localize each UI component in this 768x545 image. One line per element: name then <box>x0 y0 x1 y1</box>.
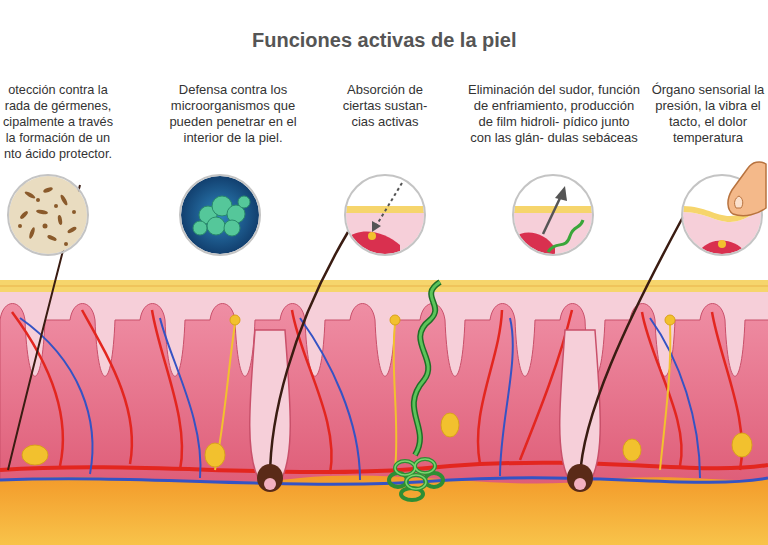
receptor <box>441 413 459 437</box>
capillary <box>12 312 63 466</box>
absorption-detail <box>345 175 425 260</box>
function-caption: Defensa contra los microorganismos que p… <box>152 82 314 146</box>
detail-ring <box>513 175 593 255</box>
bacterium <box>36 209 49 215</box>
gland-coil <box>406 475 426 489</box>
nerve-dot <box>390 315 400 325</box>
gland-coil <box>395 461 415 475</box>
sweat-detail <box>513 175 593 260</box>
hair-shaft <box>270 232 348 478</box>
detail-ground <box>8 175 88 255</box>
capillary <box>300 318 360 480</box>
capillary <box>152 310 182 470</box>
hair-bulb <box>567 464 593 492</box>
subcutis <box>0 475 768 545</box>
diagram-title: Funciones activas de la piel <box>252 29 517 52</box>
nerve <box>394 324 397 470</box>
bacterium <box>28 227 36 240</box>
detail-dermis <box>700 240 745 260</box>
bacterium <box>57 215 63 226</box>
function-caption: Eliminación del sudor, función de enfria… <box>468 82 640 146</box>
bacterium <box>24 190 36 199</box>
detail-nerve <box>368 232 376 240</box>
gland-coil <box>395 461 415 475</box>
receptor <box>623 439 641 461</box>
nerve-dot <box>665 315 675 325</box>
nerve-endings <box>22 315 752 467</box>
dermal-papilla <box>264 478 276 490</box>
function-caption: otección contra la rada de gérmenes, cip… <box>3 82 113 162</box>
dermal-papilla <box>574 478 586 490</box>
corneum-line <box>0 286 768 287</box>
absorb-arrow <box>376 183 402 226</box>
gland-coil <box>425 473 443 487</box>
bacteria <box>18 186 77 246</box>
arrow-head <box>555 186 567 201</box>
receptor <box>205 443 225 467</box>
germs-detail <box>8 175 88 255</box>
capillary <box>82 310 132 464</box>
dermis <box>0 304 768 545</box>
hair-bulb <box>257 464 283 492</box>
gland-coil <box>415 459 435 473</box>
microbe <box>224 220 240 236</box>
gland-coil <box>401 488 423 500</box>
capillary <box>20 318 92 474</box>
arrow-head <box>372 221 381 232</box>
bacterium <box>43 186 54 193</box>
microbe <box>238 196 250 208</box>
nerve <box>660 324 670 470</box>
sweat-arrow <box>543 196 561 234</box>
detail-dermis <box>345 232 400 260</box>
detail-ground <box>180 175 260 255</box>
detail-ring <box>180 175 260 255</box>
artery <box>0 463 768 472</box>
microbe-detail <box>180 175 260 255</box>
bacterium <box>59 194 68 206</box>
sweat-gland <box>389 459 443 500</box>
vein <box>0 478 768 484</box>
bacterium <box>67 226 78 234</box>
sweat-duct-outline <box>414 282 440 455</box>
microbe <box>207 217 225 235</box>
coccus <box>36 198 40 202</box>
receptor <box>22 445 48 465</box>
nerve-dot <box>230 315 240 325</box>
function-caption: Absorción de ciertas sustan- cias activa… <box>335 82 435 130</box>
capillary <box>500 318 513 476</box>
microbe-cluster <box>193 196 250 236</box>
stratum-corneum <box>0 280 768 292</box>
capillary <box>650 318 700 478</box>
leader-line-hidden <box>110 252 200 380</box>
coccus <box>18 224 22 228</box>
function-caption: Órgano sensorial la presión, la vibra el… <box>651 82 765 146</box>
finger <box>728 162 766 216</box>
sweat-duct <box>414 282 440 455</box>
detail-ring <box>8 175 88 255</box>
sweat-gland-highlight <box>395 459 435 489</box>
coccus <box>43 224 48 229</box>
capillary <box>478 310 502 464</box>
capillary <box>160 318 200 478</box>
microbe <box>193 221 207 235</box>
gland-coil <box>415 459 435 473</box>
coccus <box>72 210 76 214</box>
bacterium <box>19 210 29 220</box>
coccus <box>64 242 68 246</box>
detail-ring <box>345 175 425 255</box>
receptor <box>732 433 752 457</box>
bacterium <box>47 234 58 242</box>
detail-nerve <box>718 240 726 248</box>
hair-shaft <box>580 186 700 478</box>
detail-ground <box>513 175 593 255</box>
capillaries-red <box>12 310 742 474</box>
coccus <box>54 204 58 208</box>
fingernail <box>735 196 743 208</box>
